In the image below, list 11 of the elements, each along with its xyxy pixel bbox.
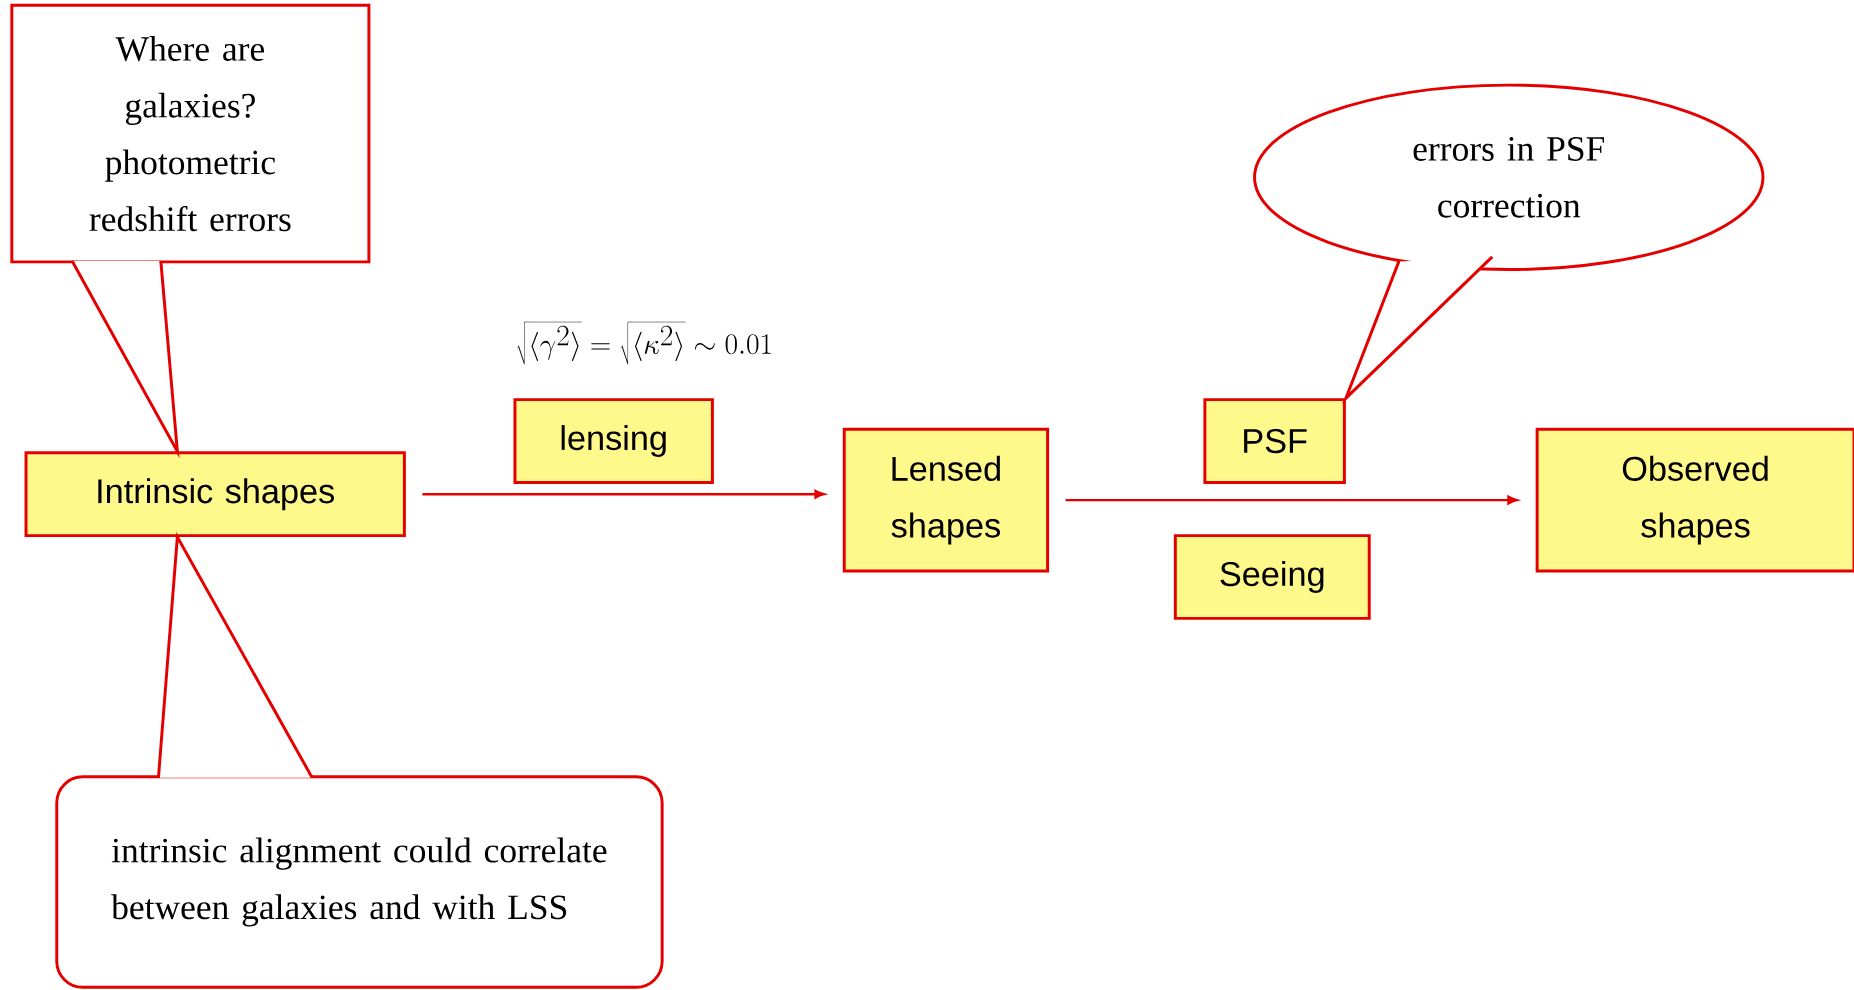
- label-box: lensing: [513, 398, 714, 485]
- label-box: Lensed shapes: [842, 427, 1050, 573]
- label-box: Observed shapes: [1535, 427, 1854, 573]
- label-box: PSF: [1203, 398, 1346, 485]
- label-box: Seeing: [1173, 534, 1371, 621]
- formula: $\sqrt{\langle\gamma^2\rangle} = \sqrt{\langle\kappa^2\rangle} \sim 0.01$: [517, 322, 771, 365]
- speech-bubble: intrinsic alignment could correlate between galaxies and with LSS: [55, 775, 664, 989]
- label-box: Intrinsic shapes: [24, 451, 406, 538]
- speech-bubble: Where are galaxies? photometric redshift errors: [10, 4, 371, 264]
- callout-tail: [156, 532, 314, 780]
- callout-tail: [1342, 255, 1494, 405]
